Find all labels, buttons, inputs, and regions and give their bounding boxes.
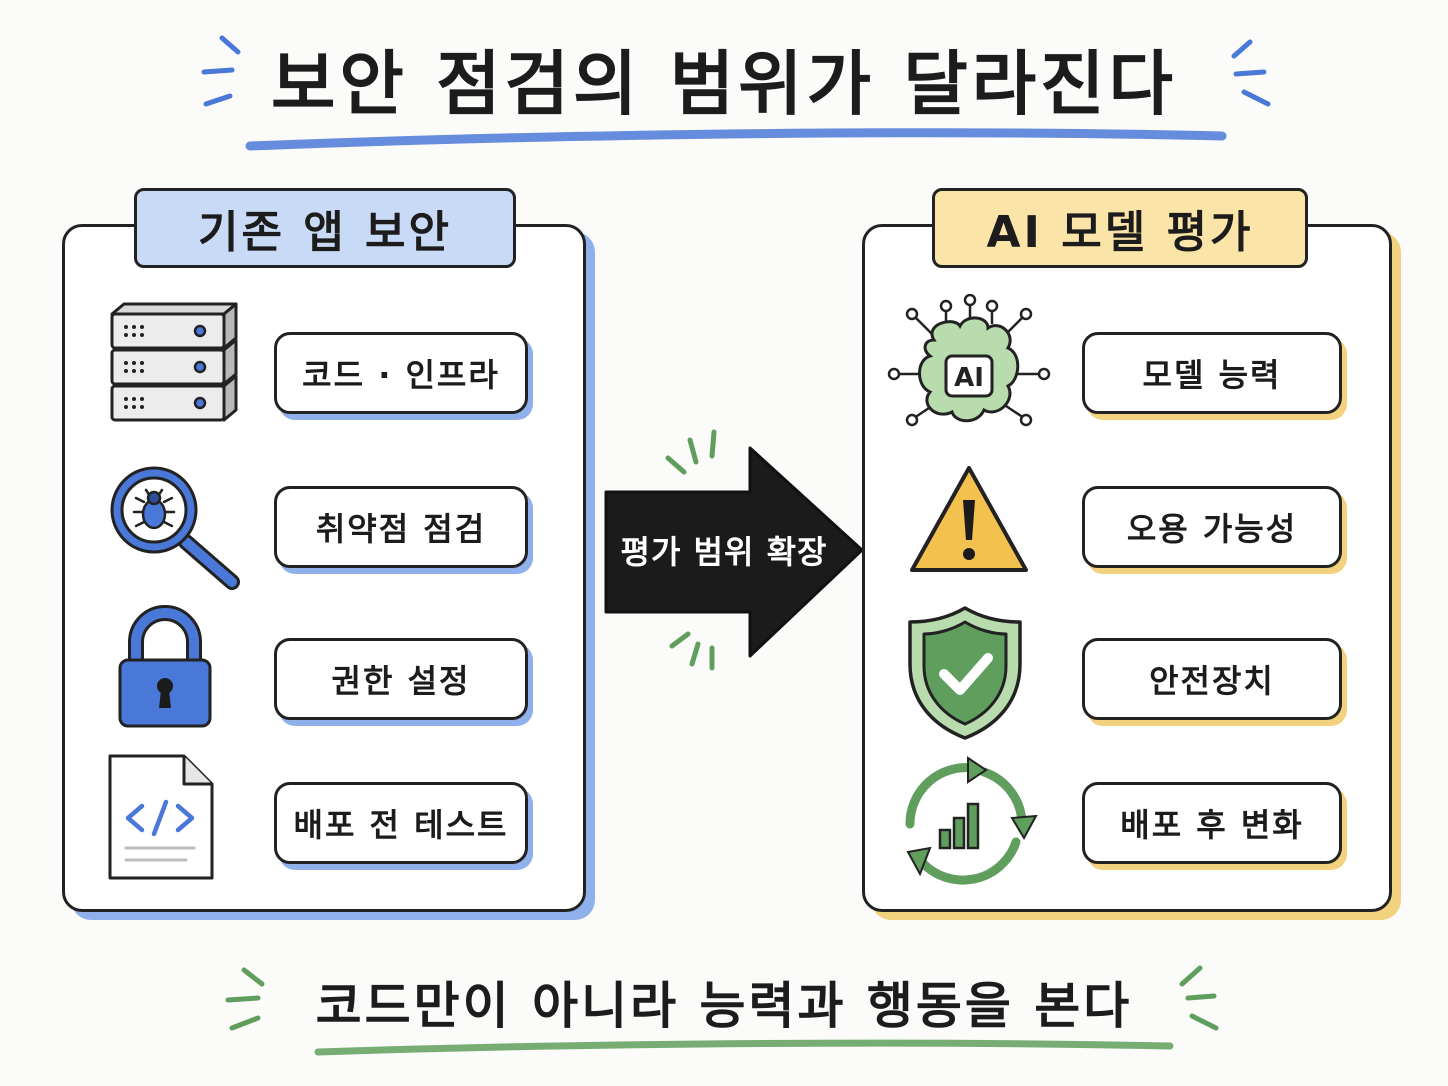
shield-check-icon: [908, 606, 1022, 740]
arrow-label: 평가 범위 확장: [620, 533, 828, 571]
item-safeguards: 안전장치: [1082, 638, 1342, 720]
item-misuse-potential: 오용 가능성: [1082, 486, 1342, 568]
title-sparkle-right-icon: [1231, 39, 1271, 107]
warning-triangle-icon: [910, 466, 1028, 572]
subtitle-sparkle-left-icon: [225, 967, 265, 1031]
page-title: 보안 점검의 범위가 달라진다: [271, 42, 1177, 125]
cycle-chart-icon: [905, 756, 1038, 885]
padlock-icon: [118, 605, 212, 728]
item-post-deploy-change: 배포 후 변화: [1082, 782, 1342, 864]
magnifier-bug-icon: [110, 466, 240, 590]
ai-evaluation-header: AI 모델 평가: [932, 188, 1308, 268]
server-rack-icon: [110, 302, 238, 422]
subtitle-sparkle-right-icon: [1179, 965, 1219, 1031]
subtitle-underline: [314, 1039, 1174, 1056]
item-model-capability: 모델 능력: [1082, 332, 1342, 414]
arrow-sparkle-top-icon: [665, 429, 717, 475]
page-subtitle: 코드만이 아니라 능력과 행동을 본다: [315, 977, 1133, 1035]
legacy-security-header: 기존 앱 보안: [134, 188, 516, 268]
arrow-sparkle-bottom-icon: [669, 631, 715, 671]
title-sparkle-left-icon: [201, 35, 241, 107]
item-permission-settings: 권한 설정: [274, 638, 528, 720]
ai-brain-icon: AI: [887, 294, 1051, 427]
item-code-infra: 코드 · 인프라: [274, 332, 528, 414]
expand-arrow-icon: [604, 446, 864, 658]
item-pre-deploy-test: 배포 전 테스트: [274, 782, 528, 864]
title-underline: [245, 128, 1227, 151]
ai-chip-label: AI: [954, 363, 984, 393]
item-vulnerability-scan: 취약점 점검: [274, 486, 528, 568]
code-file-icon: [108, 754, 214, 880]
